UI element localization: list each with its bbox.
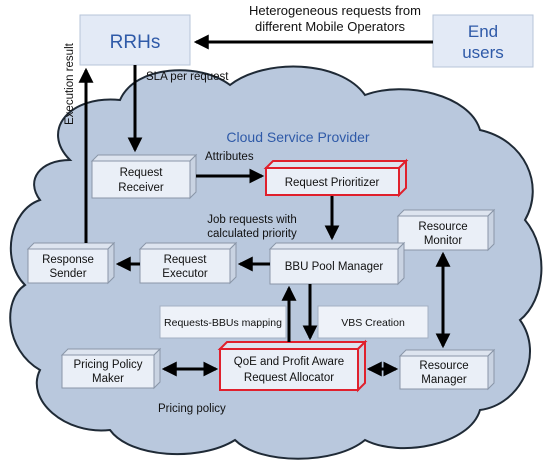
pricing-policy-label: Pricing policy <box>158 403 226 415</box>
end-users-label-line1: End <box>468 22 498 41</box>
request-receiver-line2: Receiver <box>118 182 164 194</box>
sla-per-request-label: SLA per request <box>146 71 229 83</box>
bbu-pool-manager-box: BBU Pool Manager <box>268 241 406 286</box>
end-users-label-line2: users <box>462 43 504 62</box>
response-sender-line1: Response <box>42 254 94 266</box>
request-executor-box: Request Executor <box>138 241 238 285</box>
heterogeneous-label-line2: different Mobile Operators <box>255 19 406 34</box>
connectors <box>78 34 451 377</box>
response-sender-line2: Sender <box>49 268 86 280</box>
resource-manager-box: Resource Manager <box>398 348 496 391</box>
attributes-label: Attributes <box>205 151 254 163</box>
bbu-pool-manager-label: BBU Pool Manager <box>285 261 384 273</box>
execution-result-label: Execution result <box>64 42 76 125</box>
response-sender-box: Response Sender <box>26 241 116 285</box>
job-requests-label-line2: calculated priority <box>207 228 297 240</box>
heterogeneous-label-line1: Heterogeneous requests from <box>249 3 421 18</box>
request-executor-line1: Request <box>164 254 208 266</box>
qoe-allocator-box: QoE and Profit Aware Request Allocator <box>217 339 368 393</box>
request-receiver-box: Request Receiver <box>90 153 198 200</box>
rrhs-label: RRHs <box>110 32 161 53</box>
request-receiver-line1: Request <box>120 167 164 179</box>
resource-manager-line1: Resource <box>419 360 468 372</box>
resource-monitor-line1: Resource <box>418 221 467 233</box>
request-prioritizer-box: Request Prioritizer <box>263 158 409 198</box>
cloud-title: Cloud Service Provider <box>226 129 370 145</box>
pricing-policy-maker-box: Pricing Policy Maker <box>60 347 162 390</box>
rrhs-box <box>79 14 191 66</box>
qoe-allocator-line1: QoE and Profit Aware <box>234 356 344 368</box>
pricing-policy-maker-line1: Pricing Policy <box>73 359 142 371</box>
vbs-creation-box: VBS Creation <box>317 305 429 339</box>
qoe-allocator-line2: Request Allocator <box>244 372 334 384</box>
resource-monitor-line2: Monitor <box>424 235 463 247</box>
pricing-policy-maker-line2: Maker <box>92 373 124 385</box>
resource-manager-line2: Manager <box>421 374 467 386</box>
request-executor-line2: Executor <box>162 268 208 280</box>
requests-bbus-mapping-box: Requests-BBUs mapping <box>159 305 287 339</box>
resource-monitor-box: Resource Monitor <box>396 208 496 252</box>
request-prioritizer-label: Request Prioritizer <box>285 177 380 189</box>
vbs-creation-label: VBS Creation <box>341 317 405 329</box>
job-requests-label-line1: Job requests with <box>207 214 297 226</box>
requests-bbus-mapping-label: Requests-BBUs mapping <box>164 317 282 329</box>
